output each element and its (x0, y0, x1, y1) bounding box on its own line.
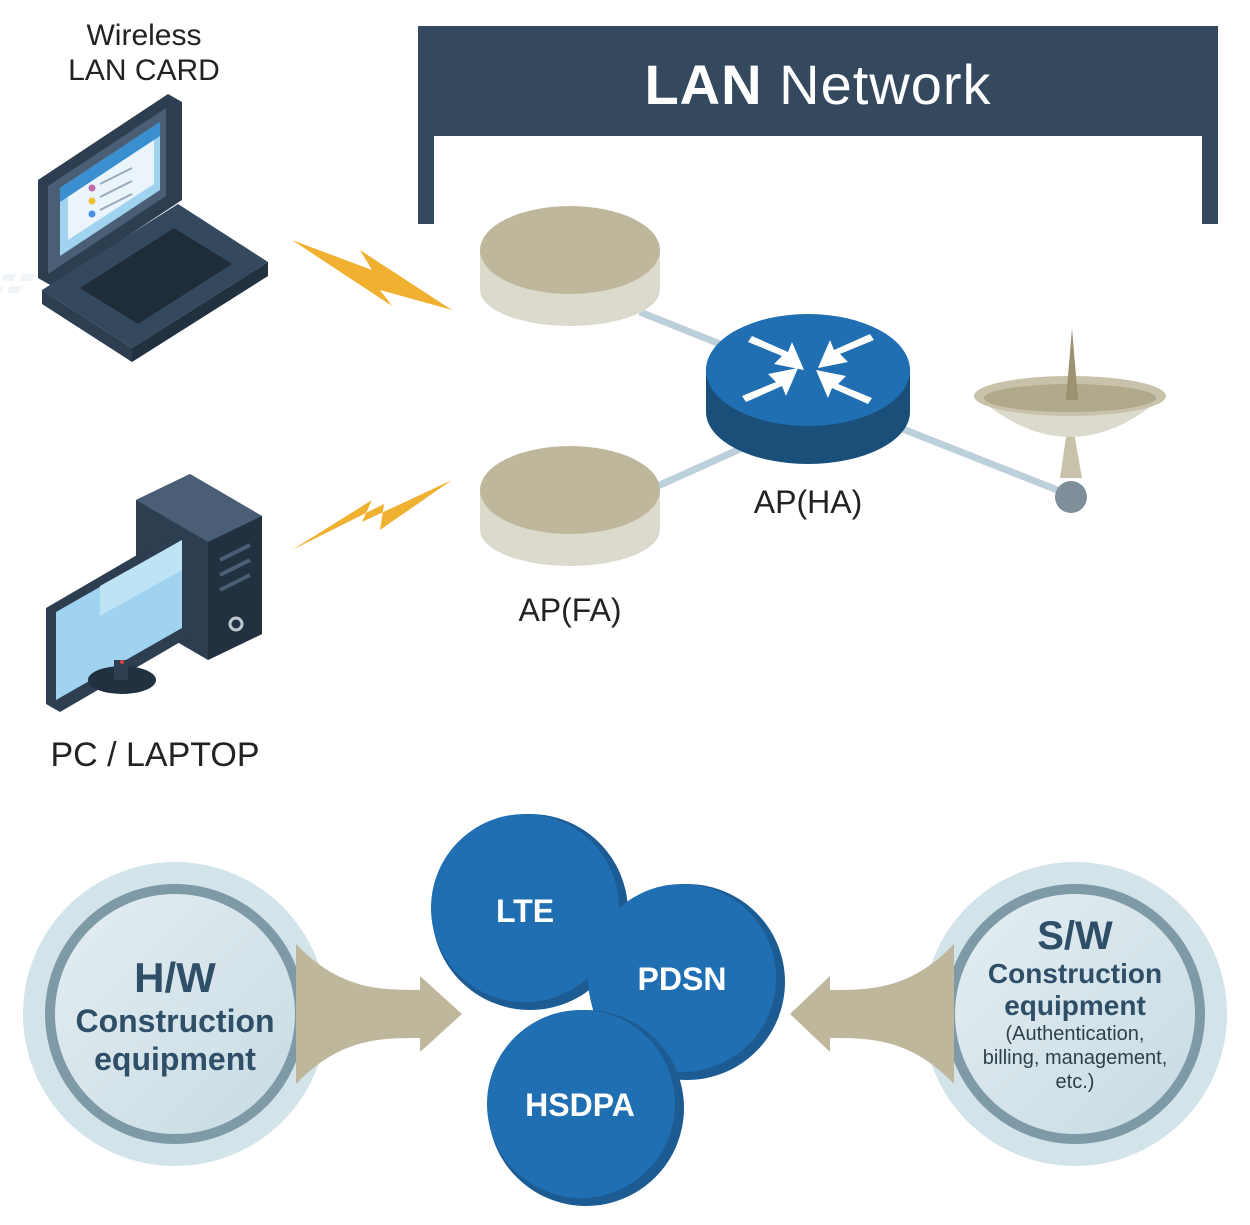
laptop-icon (0, 94, 268, 362)
sw-circle (923, 862, 1227, 1166)
laptop-label-line1: Wireless (86, 19, 202, 52)
sw-note2: billing, management, (982, 1047, 1168, 1069)
laptop-label-line2: LAN CARD (68, 54, 220, 87)
ap-ha-label: AP(HA) (753, 484, 863, 520)
pc-label: PC / LAPTOP (50, 736, 260, 774)
desktop-pc-icon (46, 474, 262, 712)
sw-note1: (Authentication, (1005, 1023, 1145, 1045)
bubble-pdsn-label: PDSN (637, 961, 727, 997)
lan-network-title: LAN Network (418, 52, 1218, 117)
hw-title: H/W (134, 954, 216, 1001)
sw-text: S/W Construction equipment (Authenticati… (955, 914, 1195, 1094)
bubble-lte-label: LTE (495, 893, 555, 929)
hw-line1: Construction (75, 1003, 275, 1039)
sw-note3: etc.) (1055, 1071, 1095, 1093)
access-point-fa (480, 446, 660, 566)
wireless-bolt-icon-2 (292, 480, 452, 550)
bubble-hsdpa-label: HSDPA (525, 1087, 635, 1123)
network-bubbles (431, 814, 785, 1206)
sw-arrow-icon (790, 944, 954, 1084)
wireless-bolt-icon-1 (292, 240, 452, 310)
hw-arrow-icon (296, 944, 462, 1084)
router-icon (706, 314, 910, 464)
sw-line1: Construction (987, 958, 1163, 989)
sw-title: S/W (1037, 914, 1113, 958)
lan-network-title-rest: Network (779, 53, 992, 116)
laptop-label: Wireless LAN CARD (44, 18, 244, 88)
hw-line2: equipment (94, 1041, 256, 1077)
hw-text: H/W Construction equipment (55, 954, 295, 1078)
sw-line2: equipment (1004, 990, 1146, 1021)
satellite-dish-icon (974, 328, 1166, 513)
lan-network-title-bold: LAN (644, 53, 763, 116)
lan-network-bracket (418, 26, 1218, 224)
ap-fa-label: AP(FA) (518, 592, 622, 628)
access-point-top (480, 206, 660, 326)
hw-circle (23, 862, 327, 1166)
